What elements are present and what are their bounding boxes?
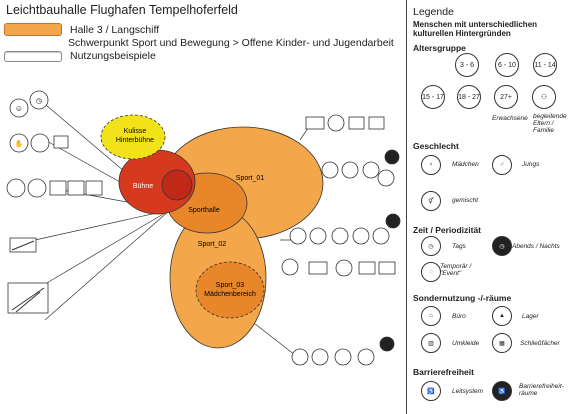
label-kulisse-1: Kulisse — [124, 128, 147, 135]
label-barrierefrei: Barrierefreiheit- räume — [519, 383, 564, 397]
page-title: Leichtbauhalle Flughafen Tempelhoferfeld — [6, 3, 238, 17]
svg-text:◷: ◷ — [36, 98, 42, 105]
left-icon-group-2: ✋ — [9, 133, 69, 153]
label-gemischt: gemischt — [452, 197, 479, 204]
label-erwachsene: Erwachsene — [492, 115, 528, 122]
legend-subtitle: Menschen mit unterschiedlichen kulturell… — [413, 20, 538, 38]
legend-gender-heading: Geschlecht — [413, 141, 459, 151]
left-icon-group-1: ☺ ◷ — [9, 90, 49, 118]
clock-event-icon: ◌ — [421, 262, 441, 282]
header-row-schwerpunkt: Schwerpunkt Sport und Bewegung > Offene … — [68, 37, 394, 49]
legend-barrier-heading: Barrierefreiheit — [413, 367, 474, 377]
label-begleitende: begleitende Eltern / Familie — [533, 113, 567, 134]
age-27-plus: 27+ — [494, 85, 518, 109]
clock-night-icon: ◷ — [492, 236, 512, 256]
label-sport01: Sport_01 — [236, 175, 265, 182]
label-leitsystem: Leitsystem — [452, 388, 484, 395]
legend-special-heading: Sondernutzung -/-räume — [413, 293, 512, 303]
right-icon-group-2 — [321, 149, 400, 187]
wheelchair-guidance-icon: ♿ — [421, 381, 441, 401]
header-halle-text: Halle 3 / Langschiff — [70, 23, 160, 36]
lockers-icon: ▦ — [492, 333, 512, 353]
right-icon-group-3 — [289, 213, 401, 245]
label-sport02: Sport_02 — [198, 241, 227, 248]
clock-day-icon: ◷ — [421, 236, 441, 256]
label-umkleide: Umkleide — [452, 340, 480, 347]
zone-sport03[interactable] — [195, 261, 265, 319]
label-lager: Lager — [522, 313, 539, 320]
label-tags: Tags — [452, 243, 466, 250]
label-sport03-1: Sport_03 — [216, 282, 245, 289]
header-row-halle: Halle 3 / Langschiff — [4, 23, 159, 36]
storage-icon: ▲ — [492, 306, 512, 326]
wheelchair-room-icon: ♿ — [492, 381, 512, 401]
orange-swatch — [4, 23, 62, 36]
family-icon: ⚇ — [532, 85, 556, 109]
female-icon: ♀ — [421, 155, 441, 175]
locker-room-icon: ▥ — [421, 333, 441, 353]
svg-text:☺: ☺ — [15, 104, 23, 113]
label-schliess: Schließfächer — [520, 340, 560, 347]
label-jungs: Jungs — [522, 161, 540, 168]
age-15-17: 15 - 17 — [421, 85, 445, 109]
zone-overlap — [161, 169, 193, 201]
usage-diagram: Kulisse Hinterbühne Bühne Sporthalle Spo… — [6, 90, 401, 366]
right-icon-group-5 — [291, 336, 395, 366]
white-swatch — [4, 50, 62, 62]
age-3-6: 3 - 6 — [455, 53, 479, 77]
left-icon-group-3 — [6, 178, 103, 198]
office-icon: ⌂ — [421, 306, 441, 326]
age-11-14: 11 - 14 — [533, 53, 557, 77]
right-icon-group-4 — [281, 258, 396, 277]
legend-title: Legende — [413, 6, 454, 18]
left-icon-group-4 — [9, 237, 37, 253]
label-temporaer: Temporär / "Event" — [440, 263, 472, 277]
age-6-10: 6 - 10 — [495, 53, 519, 77]
svg-text:✋: ✋ — [15, 139, 24, 148]
male-icon: ♂ — [492, 155, 512, 175]
label-maedchen: Mädchen — [452, 161, 479, 168]
label-kulisse-2: Hinterbühne — [116, 137, 154, 144]
header-nutzung-text: Nutzungsbeispiele — [70, 50, 156, 62]
mixed-gender-icon: ⚥ — [421, 191, 441, 211]
label-buehne: Bühne — [133, 183, 153, 190]
legend-separator — [406, 0, 407, 414]
zone-kulisse[interactable] — [100, 114, 166, 160]
legend-age-heading: Altersgruppe — [413, 43, 466, 53]
right-icon-group-1 — [305, 114, 385, 132]
label-abends: Abends / Nachts — [512, 243, 560, 250]
age-18-27: 18 - 27 — [457, 85, 481, 109]
label-sport03-2: Mädchenbereich — [204, 291, 256, 298]
left-icon-group-5 — [7, 282, 49, 314]
label-sporthalle: Sporthalle — [188, 207, 220, 214]
header-schwerpunkt-text: Schwerpunkt Sport und Bewegung > Offene … — [68, 37, 394, 49]
header-row-nutzung: Nutzungsbeispiele — [4, 50, 156, 62]
legend-time-heading: Zeit / Periodizität — [413, 225, 482, 235]
label-buero: Büro — [452, 313, 466, 320]
